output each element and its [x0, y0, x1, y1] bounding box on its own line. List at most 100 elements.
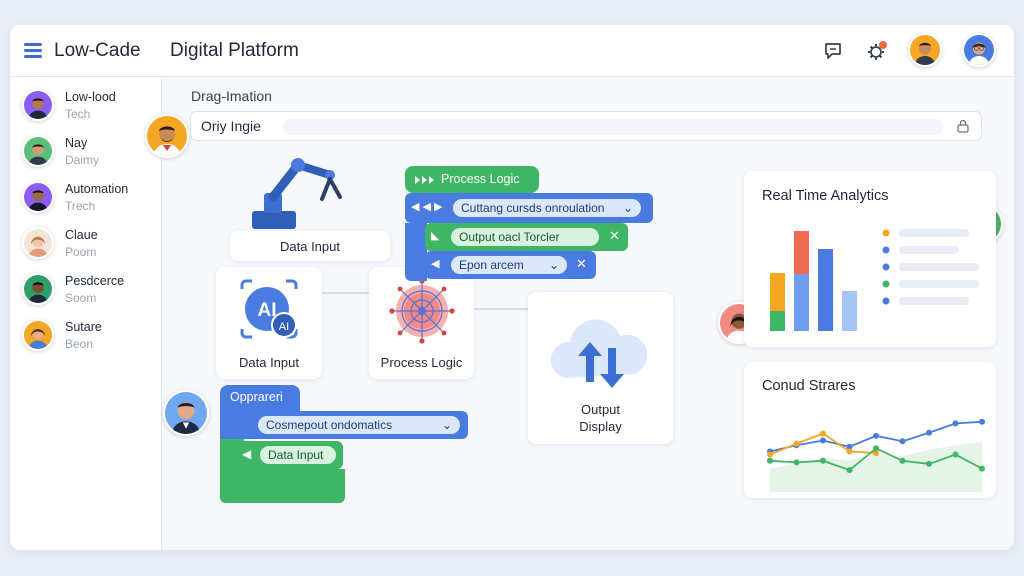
sidebar-item[interactable]: Claue Poom [22, 225, 157, 265]
sidebar-item-sub: Soom [65, 291, 97, 305]
sidebar-item[interactable]: Low-lood Tech [22, 87, 157, 127]
ai-icon: AI AI [240, 279, 298, 339]
chevron-down-icon: ⌄ [622, 201, 633, 215]
legend-dot [882, 246, 890, 254]
bar [770, 311, 785, 331]
data-point [979, 465, 985, 472]
chevron-down-icon: ⌄ [441, 418, 452, 432]
logic-select-value: Cuttang cursds onroulation [461, 201, 605, 215]
operator-select-value: Cosmepout ondomatics [266, 418, 393, 432]
data-input-label: Data Input [280, 239, 340, 254]
cloud-card[interactable]: Conud Strares [744, 362, 996, 498]
legend-line [899, 263, 979, 271]
output-label-line2: Display [579, 419, 622, 434]
data-point [926, 429, 932, 436]
user-avatar[interactable] [908, 33, 942, 67]
output-select-value: Output oacl Torcler [459, 230, 560, 244]
sidebar-item[interactable]: Nay Daimy [22, 133, 157, 173]
output-label-line1: Output [580, 402, 621, 417]
operator-select[interactable]: Cosmepout ondomatics ⌄ [258, 416, 460, 434]
avatar [22, 227, 54, 259]
avatar [22, 181, 54, 213]
epon-select[interactable]: Epon arcem ⌄ [451, 256, 567, 274]
series-line [769, 432, 877, 456]
data-point [846, 467, 853, 474]
avatar [22, 319, 54, 351]
arrow-left-icon: ◀ [242, 447, 252, 461]
data-point [873, 432, 879, 439]
operator-header-text: Opprareri [230, 390, 283, 404]
search-bar[interactable]: Oriy Ingie [190, 111, 982, 141]
legend-line [899, 280, 979, 288]
sidebar-item-sub: Beon [65, 337, 94, 351]
cloud-line-chart [767, 418, 985, 492]
step-arrows-icon: ◀ ◀ ▶ [411, 201, 443, 213]
data-point [952, 420, 959, 427]
chevron-down-icon: ⌄ [548, 258, 559, 272]
area-fill [770, 442, 982, 492]
chat-icon[interactable] [821, 39, 845, 63]
data-point [873, 450, 879, 456]
data-point [952, 451, 959, 458]
data-point [793, 440, 800, 447]
ai-data-input-card[interactable]: AI AI Data Input [216, 267, 322, 379]
sidebar-item-sub: Tech [65, 107, 91, 121]
sidebar-item-sub: Poom [65, 245, 97, 259]
analytics-title: Real Time Analytics [762, 188, 889, 204]
data-point [899, 438, 906, 445]
process-logic-spine [405, 223, 427, 281]
sidebar-item[interactable]: Automation Trech [22, 179, 157, 219]
logic-select[interactable]: Cuttang cursds onroulation ⌄ [453, 199, 641, 217]
process-card-label: Process Logic [380, 355, 463, 370]
sidebar-item-label: Nay [65, 136, 88, 150]
cloud-title: Conud Strares [762, 378, 856, 394]
menu-icon[interactable] [24, 43, 42, 59]
user-avatar[interactable] [962, 33, 996, 67]
cloud-sync-icon [550, 319, 648, 388]
output-row-block[interactable]: ◣ Output oacl Torcler ✕ [425, 223, 628, 251]
search-input[interactable]: Oriy Ingie [201, 118, 261, 134]
ai-card-label: Data Input [239, 355, 299, 370]
legend-dot [882, 263, 890, 271]
legend-line [899, 246, 959, 254]
sidebar-item[interactable]: Sutare Beon [22, 317, 157, 357]
output-display-card[interactable]: Output Display [528, 292, 673, 444]
robot-arm-icon [252, 158, 342, 229]
legend-dot [882, 280, 890, 288]
data-point [767, 457, 773, 464]
data-point [873, 445, 879, 452]
close-icon[interactable]: ✕ [576, 256, 587, 271]
platform-title: Digital Platform [170, 40, 299, 61]
legend-dot [882, 297, 890, 305]
process-logic-block-header[interactable]: Process Logic [405, 166, 539, 193]
data-input-row-block[interactable]: ◀ Data Input [236, 441, 343, 469]
data-input-select[interactable]: Data Input [260, 446, 336, 464]
collaborator-avatar[interactable] [163, 390, 209, 436]
operator-block-header[interactable]: Opprareri [220, 385, 300, 411]
data-point [846, 443, 853, 450]
data-point [820, 437, 826, 444]
ai-icon-text: AI [258, 300, 277, 321]
sidebar-item-label: Claue [65, 228, 98, 242]
data-point [899, 457, 906, 464]
app-window: Low-Cade Digital Platform Low-lood Tech … [10, 25, 1014, 550]
notification-gear-icon[interactable] [865, 39, 889, 63]
legend-line [899, 297, 969, 305]
search-track [283, 119, 943, 135]
operator-row-block[interactable]: Cosmepout ondomatics ⌄ [220, 411, 468, 439]
epon-row-block[interactable]: ◀ Epon arcem ⌄ ✕ [425, 251, 596, 279]
close-icon[interactable]: ✕ [609, 228, 620, 243]
epon-select-value: Epon arcem [459, 258, 524, 272]
sidebar-item[interactable]: Pesdcerce Soom [22, 271, 157, 311]
process-logic-row[interactable]: ◀ ◀ ▶ Cuttang cursds onroulation ⌄ [405, 193, 653, 223]
process-logic-card[interactable]: Process Logic [369, 267, 474, 379]
sidebar-item-sub: Trech [65, 199, 96, 213]
output-select[interactable]: Output oacl Torcler [451, 228, 599, 246]
lock-icon[interactable] [955, 118, 971, 134]
bar [794, 231, 809, 274]
data-point [846, 448, 853, 455]
analytics-card[interactable]: Real Time Analytics [744, 171, 996, 347]
data-input-label-card[interactable]: Data Input [230, 231, 390, 261]
sidebar: Low-lood Tech Nay Daimy Automation Trech… [10, 77, 162, 550]
collaborator-avatar[interactable] [145, 114, 189, 158]
